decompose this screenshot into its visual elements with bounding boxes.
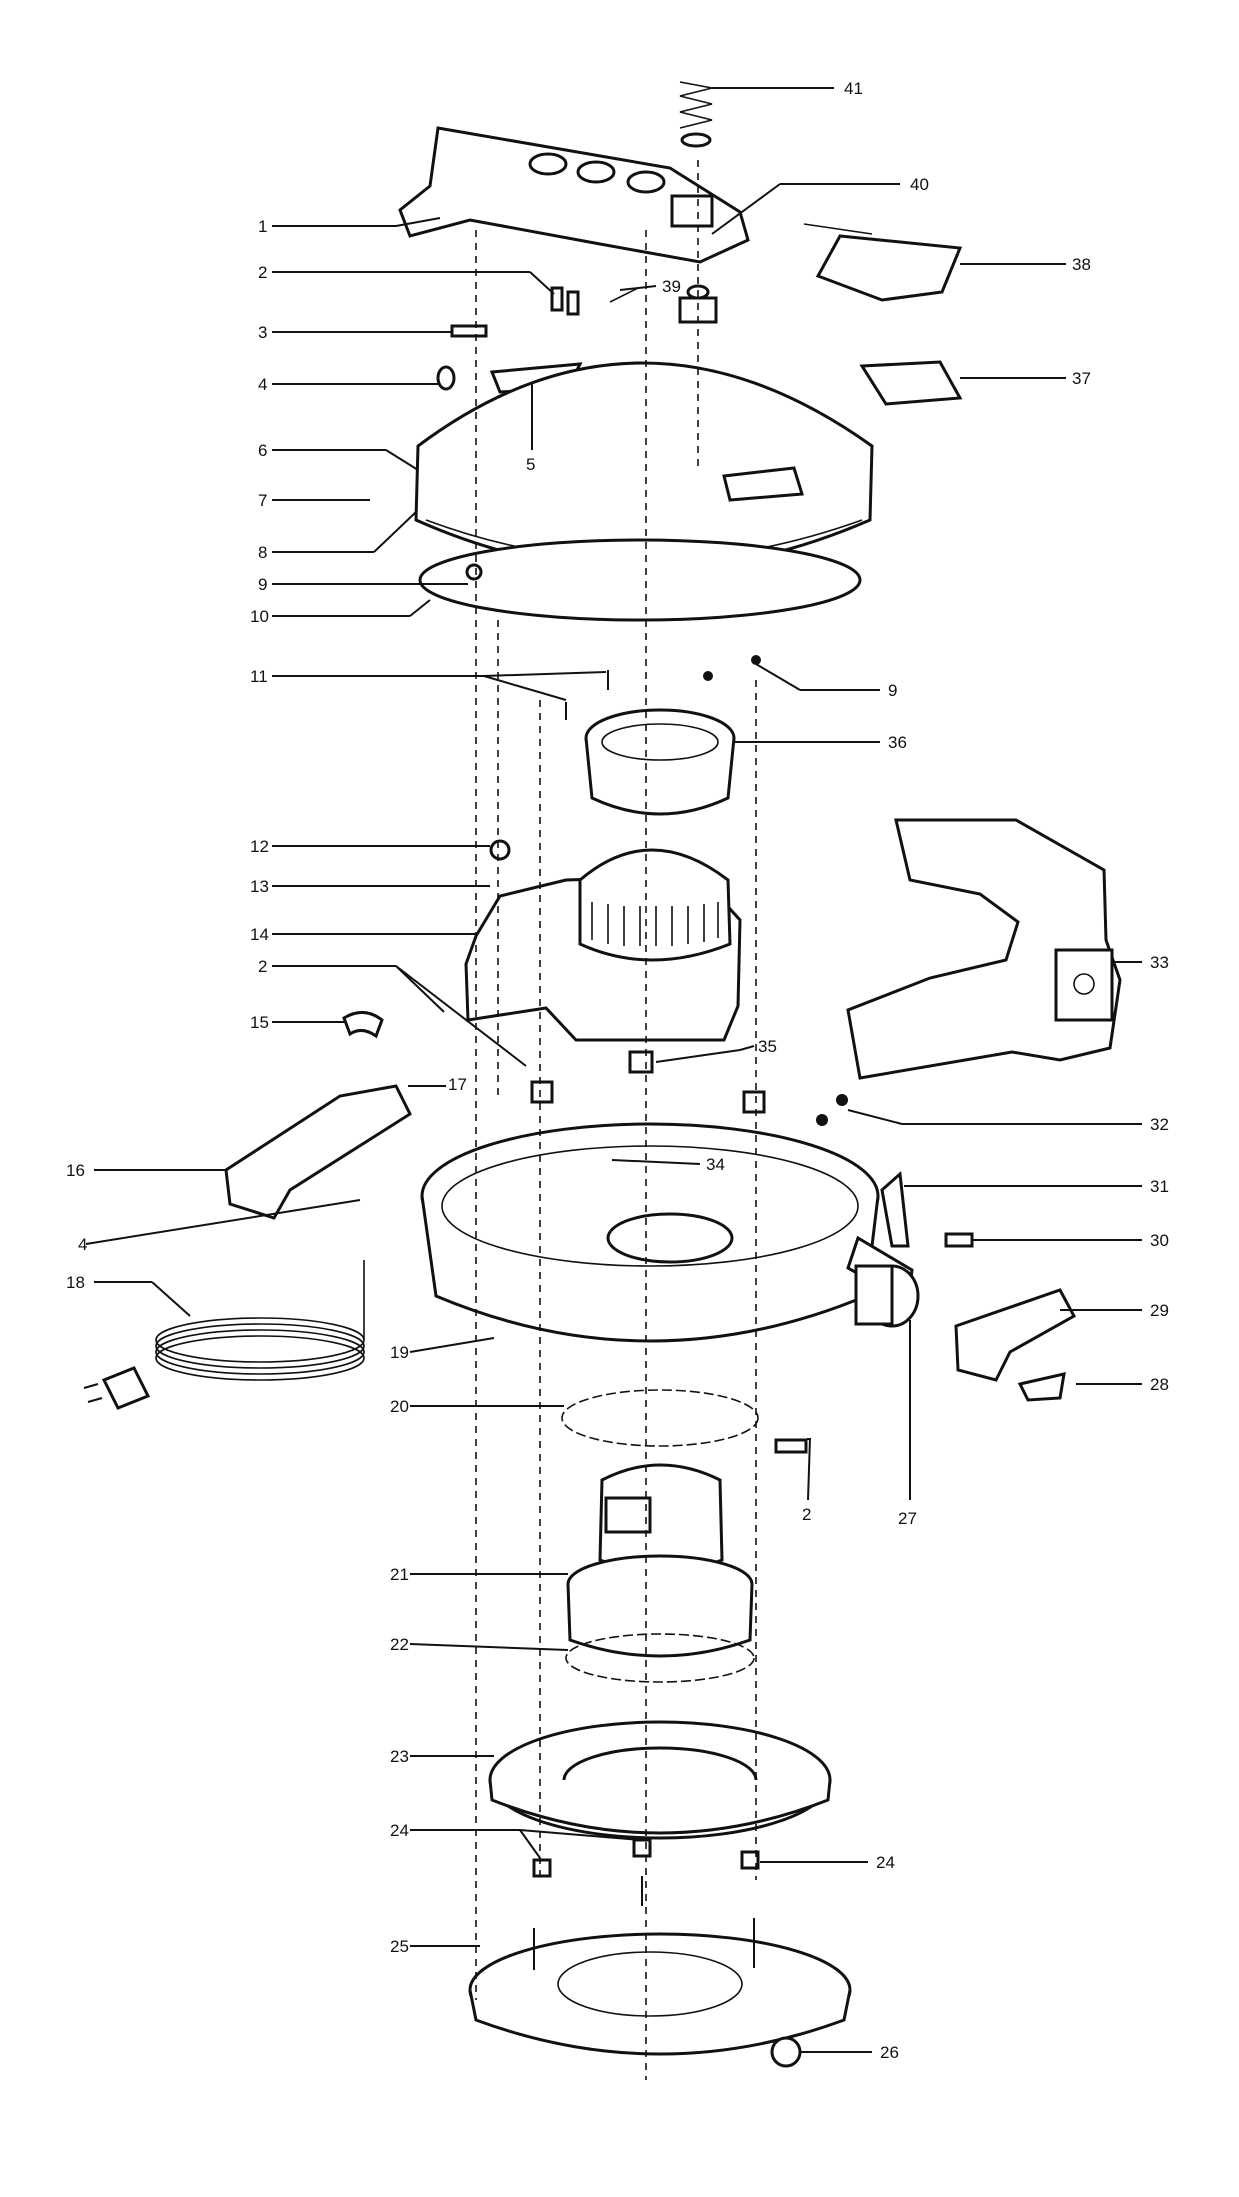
part-38-bracket bbox=[803, 223, 963, 302]
callout-41: 41 bbox=[844, 79, 863, 98]
part-22-gasket bbox=[565, 1633, 755, 1683]
part-1-handle bbox=[398, 126, 750, 264]
callout-4-second: 4 bbox=[78, 1235, 87, 1254]
part-11-screws bbox=[565, 655, 761, 720]
callout-29: 29 bbox=[1150, 1301, 1169, 1320]
callout-26: 26 bbox=[880, 2043, 899, 2062]
callout-31: 31 bbox=[1150, 1177, 1169, 1196]
callout-24: 24 bbox=[390, 1821, 409, 1840]
callout-14: 14 bbox=[250, 925, 269, 944]
callout-21: 21 bbox=[390, 1565, 409, 1584]
callout-20: 20 bbox=[390, 1397, 409, 1416]
callout-4: 4 bbox=[258, 375, 267, 394]
part-20-gasket bbox=[561, 1389, 759, 1447]
callout-34: 34 bbox=[706, 1155, 725, 1174]
callout-leaders bbox=[85, 87, 1142, 2053]
callout-5: 5 bbox=[526, 455, 535, 474]
part-14-motor-cover bbox=[464, 848, 742, 1042]
callout-12: 12 bbox=[250, 837, 269, 856]
callout-33: 33 bbox=[1150, 953, 1169, 972]
callout-7: 7 bbox=[258, 491, 267, 510]
part-26-caster bbox=[770, 2036, 802, 2068]
callout-10: 10 bbox=[250, 607, 269, 626]
part-21-motor bbox=[566, 1463, 754, 1658]
callout-38: 38 bbox=[1072, 255, 1091, 274]
callout-18: 18 bbox=[66, 1273, 85, 1292]
callout-15: 15 bbox=[250, 1013, 269, 1032]
callout-19: 19 bbox=[390, 1343, 409, 1362]
part-27-hose-inlet bbox=[854, 1264, 920, 1328]
part-29-bracket bbox=[954, 1288, 1077, 1402]
callout-6: 6 bbox=[258, 441, 267, 460]
part-37-plate bbox=[859, 360, 963, 406]
callout-8: 8 bbox=[258, 543, 267, 562]
callout-2-second: 2 bbox=[258, 957, 267, 976]
part-16-lever bbox=[224, 1084, 412, 1220]
callout-2: 2 bbox=[258, 263, 267, 282]
callout-17: 17 bbox=[448, 1075, 467, 1094]
callout-labels: 1 2 3 4 5 6 7 8 9 10 11 12 13 14 15 16 1… bbox=[66, 79, 1169, 2062]
callout-28: 28 bbox=[1150, 1375, 1169, 1394]
part-36-filter-ring bbox=[584, 708, 736, 816]
callout-25: 25 bbox=[390, 1937, 409, 1956]
callout-36: 36 bbox=[888, 733, 907, 752]
callout-27: 27 bbox=[898, 1509, 917, 1528]
callout-30: 30 bbox=[1150, 1231, 1169, 1250]
callout-39: 39 bbox=[662, 277, 681, 296]
callout-22: 22 bbox=[390, 1635, 409, 1654]
callout-2-third: 2 bbox=[802, 1505, 811, 1524]
part-2-terminal-lower bbox=[774, 1438, 808, 1454]
part-lid bbox=[414, 361, 874, 622]
part-23-filter-disc bbox=[488, 1720, 832, 1840]
callout-23: 23 bbox=[390, 1747, 409, 1766]
callout-35: 35 bbox=[758, 1037, 777, 1056]
callout-40: 40 bbox=[910, 175, 929, 194]
callout-9: 9 bbox=[258, 575, 267, 594]
callout-1: 1 bbox=[258, 217, 267, 236]
part-15-clamp bbox=[342, 1011, 384, 1039]
callout-9-second: 9 bbox=[888, 681, 897, 700]
callout-3: 3 bbox=[258, 323, 267, 342]
callout-11: 11 bbox=[250, 667, 268, 686]
part-25-base bbox=[468, 1876, 852, 2056]
part-19-tank bbox=[420, 1122, 914, 1343]
callout-16: 16 bbox=[66, 1161, 85, 1180]
part-33-filter-bag bbox=[846, 818, 1122, 1080]
part-18-power-cord bbox=[83, 1260, 365, 1410]
callout-37: 37 bbox=[1072, 369, 1091, 388]
part-12-clip bbox=[489, 839, 511, 861]
callout-32: 32 bbox=[1150, 1115, 1169, 1134]
part-31-latch bbox=[880, 1170, 974, 1248]
callout-24-second: 24 bbox=[876, 1853, 895, 1872]
assembly-center-lines bbox=[475, 160, 757, 2080]
callout-13: 13 bbox=[250, 877, 269, 896]
part-41-spring bbox=[679, 81, 713, 148]
